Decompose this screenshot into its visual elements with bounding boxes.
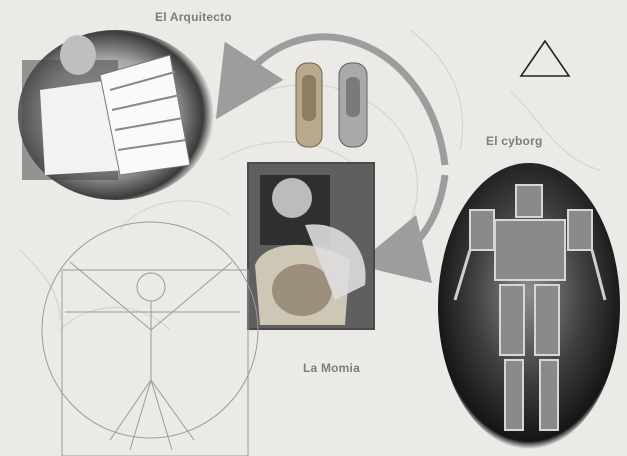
cyborg-photo (438, 163, 620, 449)
architect-label: El Arquitecto (155, 10, 232, 24)
cyborg-label: El cyborg (486, 134, 542, 148)
architect-photo (18, 30, 214, 200)
sarcophagus-drawings (296, 63, 367, 147)
mummy-photo (248, 163, 374, 329)
vitruvian-man-sketch (42, 222, 258, 456)
triangle-icon (521, 41, 569, 76)
mummy-label: La Momia (303, 361, 360, 375)
